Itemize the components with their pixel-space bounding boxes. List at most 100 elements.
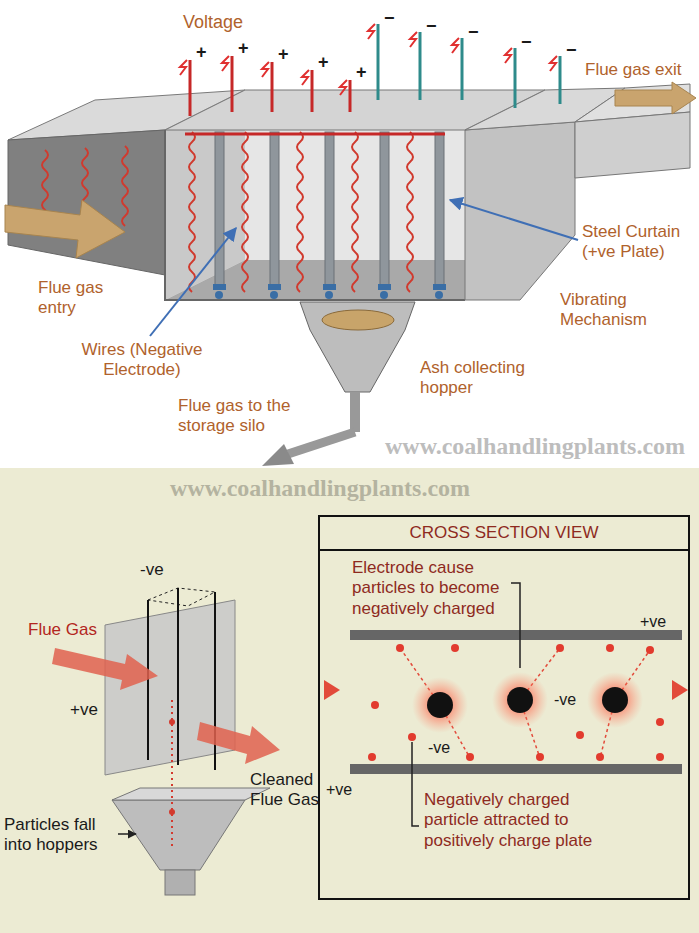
particle — [371, 701, 379, 709]
particle — [606, 644, 614, 652]
positive-terminal — [231, 56, 234, 112]
plate-wire-sketch — [148, 588, 215, 606]
leader-line — [118, 833, 136, 835]
vibrating-mechanism — [213, 284, 226, 290]
ash-hopper — [288, 432, 355, 454]
particle — [396, 644, 404, 652]
voltage-bolt — [222, 56, 229, 71]
voltage-bolt — [368, 24, 375, 39]
voltage-bolt — [302, 70, 309, 85]
electrode-wire — [122, 146, 128, 226]
electrode-wire — [352, 132, 358, 292]
voltage-bolt — [368, 24, 557, 71]
positive-terminal — [189, 60, 192, 116]
flue-gas-entry-arrow — [5, 200, 125, 258]
voltage-bolt — [262, 62, 269, 77]
inlet-duct — [8, 130, 165, 275]
vibrating-mechanism — [433, 284, 446, 290]
polarity-sign: + — [356, 62, 367, 84]
particle — [368, 753, 376, 761]
panel-heading: CROSS SECTION VIEW — [320, 517, 688, 551]
vibrating-mechanism — [215, 291, 223, 299]
electrode-wire — [407, 132, 413, 292]
polarity-label: -ve — [428, 738, 450, 757]
polarity-label: +ve — [326, 780, 352, 799]
steel-curtain-plate — [435, 132, 444, 288]
positive-terminal — [271, 62, 274, 112]
vibrating-mechanism — [270, 291, 278, 299]
particle — [656, 718, 664, 726]
particle-path — [400, 648, 650, 758]
flue-gas-arrow — [52, 648, 158, 690]
vibrating-mechanism — [213, 284, 446, 299]
polarity-sign: + — [318, 52, 329, 74]
steel-curtain-plate — [270, 132, 279, 288]
steel-curtain-plate — [325, 132, 334, 288]
polarity-sign: + — [196, 42, 207, 64]
particle — [556, 644, 564, 652]
polarity-sign: − — [468, 22, 479, 44]
particle — [169, 719, 175, 725]
leader-line — [511, 583, 520, 668]
electrode-wire — [189, 132, 195, 292]
bus-bar — [185, 133, 445, 136]
part-label: Wires (Negative Electrode) — [52, 340, 232, 381]
flue-gas-exit-arrow — [615, 82, 696, 114]
negative-terminal — [559, 56, 562, 104]
electrode-wire — [189, 132, 413, 292]
leader-line — [450, 200, 578, 240]
charge-glow — [492, 672, 548, 728]
charge-glow — [412, 677, 468, 733]
voltage-bolt — [410, 32, 417, 47]
polarity-sign: − — [384, 8, 395, 30]
particle — [169, 809, 175, 815]
polarity-sign: − — [566, 40, 577, 62]
plate-wire-sketch — [147, 600, 149, 760]
outlet-duct — [575, 112, 690, 178]
positive-plate — [350, 630, 682, 640]
vibrating-mechanism — [323, 284, 336, 290]
particle — [536, 753, 544, 761]
particle — [656, 753, 664, 761]
precipitator-chamber — [165, 130, 465, 300]
flow-label: Flue Gas — [28, 620, 97, 640]
negative-terminal — [461, 38, 464, 100]
particle — [466, 753, 474, 761]
watermark: www.coalhandlingplants.com — [170, 474, 470, 503]
flow-arrow — [324, 680, 340, 700]
callout-text: Negatively charged particle attracted to… — [424, 790, 619, 851]
ash-hopper — [300, 302, 415, 392]
part-label: Flue gas entry — [38, 278, 128, 319]
polarity-label: -ve — [140, 560, 164, 580]
vibrating-mechanism — [378, 284, 391, 290]
part-label: Flue gas exit — [585, 60, 681, 80]
watermark: www.coalhandlingplants.com — [385, 432, 685, 461]
polarity-label: -ve — [554, 690, 576, 709]
particle — [596, 753, 604, 761]
vibrating-mechanism — [268, 284, 281, 290]
part-label: Ash collecting hopper — [420, 358, 555, 399]
hopper — [112, 788, 270, 800]
ash-hopper — [262, 444, 294, 466]
part-label: Particles fall into hoppers — [4, 815, 116, 856]
flow-label: Cleaned Flue Gas — [250, 770, 335, 811]
polarity-sign: + — [278, 44, 289, 66]
part-label: Steel Curtain (+ve Plate) — [582, 222, 692, 263]
steel-curtain-plate — [215, 132, 444, 288]
electrode-wire — [297, 132, 303, 292]
voltage-bolt — [550, 56, 557, 71]
hopper — [112, 800, 245, 870]
negative-terminal — [377, 24, 380, 100]
ash-hopper — [322, 310, 394, 330]
voltage-bolt — [180, 60, 187, 75]
cross-section-sketch — [324, 583, 688, 826]
polarity-label: +ve — [640, 612, 666, 631]
lower-ground — [0, 468, 699, 933]
vibrating-mechanism — [325, 291, 333, 299]
charge-glow — [587, 672, 643, 728]
particle — [576, 731, 584, 739]
steel-curtain-plate — [380, 132, 389, 288]
leader-line — [150, 228, 236, 336]
voltage-bolt — [340, 80, 347, 95]
